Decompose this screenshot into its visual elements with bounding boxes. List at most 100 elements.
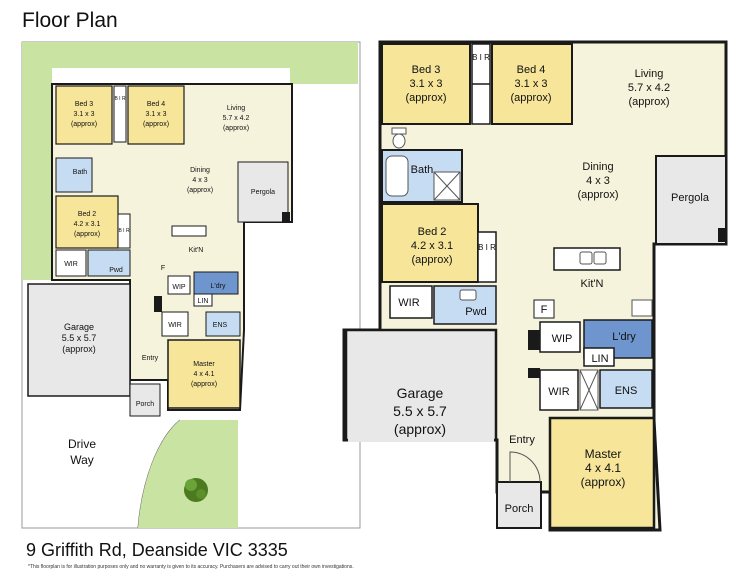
- dining-note: (approx): [578, 189, 619, 201]
- bed3-name: Bed 3: [412, 64, 441, 76]
- wip-label: WIP: [552, 333, 573, 345]
- room-bed4: [127, 85, 185, 145]
- entry-label: Entry: [509, 434, 535, 446]
- lawn-area: [22, 42, 358, 280]
- garage-note: (approx): [394, 421, 446, 437]
- wir2-label: WIR: [168, 322, 182, 329]
- kitchen-label: Kit'N: [189, 247, 204, 254]
- ens-label: ENS: [615, 385, 638, 397]
- master-size: 4 x 4.1: [585, 461, 621, 475]
- room-lin: [583, 347, 615, 367]
- bath-label: Bath: [411, 164, 434, 176]
- master-name: Master: [585, 447, 622, 461]
- wall-block: [154, 296, 162, 312]
- ens-label: ENS: [213, 322, 228, 329]
- room-bed4: [491, 43, 573, 125]
- wir2-label: WIR: [548, 386, 569, 398]
- room-pergola: [237, 161, 289, 223]
- wall-block: [282, 212, 290, 222]
- driveway-line2: Way: [70, 453, 94, 467]
- sink-icon: [579, 251, 607, 265]
- driveway-line1: Drive: [68, 437, 96, 451]
- dining-size: 4 x 3: [586, 175, 610, 187]
- bath-label: Bath: [73, 169, 88, 176]
- bed3-note: (approx): [406, 92, 447, 104]
- fridge-label: F: [161, 265, 165, 272]
- bed4-name: Bed 4: [517, 64, 546, 76]
- garage-name: Garage: [64, 322, 94, 332]
- bed4-note: (approx): [511, 92, 552, 104]
- pwd-label: Pwd: [109, 267, 123, 274]
- shower-icon: [579, 369, 599, 411]
- master-size: 4 x 4.1: [193, 371, 214, 378]
- bed4-size: 3.1 x 3: [514, 78, 547, 90]
- living-name: Living: [635, 68, 664, 80]
- room-wir-master: [161, 311, 189, 337]
- floor-plan: Bed 3 3.1 x 3 (approx) Bed 4 3.1 x 3 (ap…: [342, 40, 728, 532]
- dining-note: (approx): [187, 187, 213, 194]
- kitchen-bench: [171, 225, 207, 237]
- bed2-size: 4.2 x 3.1: [411, 240, 453, 252]
- bed2-note: (approx): [412, 254, 453, 266]
- living-name: Living: [227, 105, 245, 112]
- dining-name: Dining: [190, 167, 210, 174]
- room-master: [167, 339, 241, 409]
- room-master: [548, 416, 656, 530]
- room-garage: [27, 283, 131, 397]
- room-bir-b: [477, 231, 497, 283]
- stove-icon: [631, 299, 653, 317]
- dining-size: 4 x 3: [192, 177, 207, 184]
- room-wip: [167, 275, 191, 295]
- garage-size: 5.5 x 5.7: [393, 403, 447, 419]
- fridge-label: F: [541, 304, 548, 316]
- bir-b-label: B I R: [478, 243, 496, 252]
- bed3-size: 3.1 x 3: [409, 78, 442, 90]
- entry-label: Entry: [142, 355, 159, 362]
- living-note: (approx): [629, 96, 670, 108]
- fridge-space: [533, 299, 555, 319]
- living-size: 5.7 x 4.2: [223, 115, 250, 122]
- kitchen-label: Kit'N: [581, 278, 604, 290]
- room-porch: [496, 481, 542, 529]
- garage-note: (approx): [62, 344, 96, 354]
- shower-icon: [433, 171, 461, 201]
- bed2-size: 4.2 x 3.1: [74, 221, 101, 228]
- room-bed2: [381, 203, 479, 283]
- bed3-size: 3.1 x 3: [73, 111, 94, 118]
- wir-label: WIR: [64, 261, 78, 268]
- page-title: Floor Plan: [22, 9, 118, 32]
- lawn-front: [138, 420, 238, 528]
- dining-name: Dining: [582, 161, 613, 173]
- toilet-icon: [391, 127, 407, 149]
- wall-block: [528, 330, 540, 350]
- site-plan: Bed 3 3.1 x 3 (approx) Bed 4 3.1 x 3 (ap…: [21, 41, 361, 529]
- bed4-note: (approx): [143, 121, 169, 128]
- master-name: Master: [193, 361, 215, 368]
- bed2-name: Bed 2: [78, 211, 96, 218]
- porch-label: Porch: [505, 503, 534, 515]
- sink-icon: [459, 289, 477, 301]
- bir-a-label: B I R: [114, 96, 126, 102]
- room-ens: [599, 369, 653, 409]
- room-bir-b: [117, 213, 131, 249]
- room-wir-left: [389, 285, 433, 319]
- living-size: 5.7 x 4.2: [628, 82, 670, 94]
- wall-block: [528, 368, 540, 378]
- laundry-label: L'dry: [612, 331, 636, 343]
- bed3-note: (approx): [71, 121, 97, 128]
- room-ens: [205, 311, 241, 337]
- property-address: 9 Griffith Rd, Deanside VIC 3335: [26, 540, 288, 560]
- bed3-name: Bed 3: [75, 101, 93, 108]
- disclaimer: *This floorplan is for illustration purp…: [28, 564, 354, 570]
- room-wir-master: [539, 369, 579, 411]
- room-laundry: [193, 271, 239, 295]
- garage-size: 5.5 x 5.7: [62, 333, 97, 343]
- room-garage: [344, 328, 498, 442]
- tree-icon: [184, 478, 208, 502]
- porch-label: Porch: [136, 401, 154, 408]
- wir-label: WIR: [398, 297, 419, 309]
- pwd-label: Pwd: [465, 306, 486, 318]
- room-bath: [55, 157, 93, 193]
- room-pwd: [87, 249, 131, 277]
- room-lin: [193, 293, 213, 307]
